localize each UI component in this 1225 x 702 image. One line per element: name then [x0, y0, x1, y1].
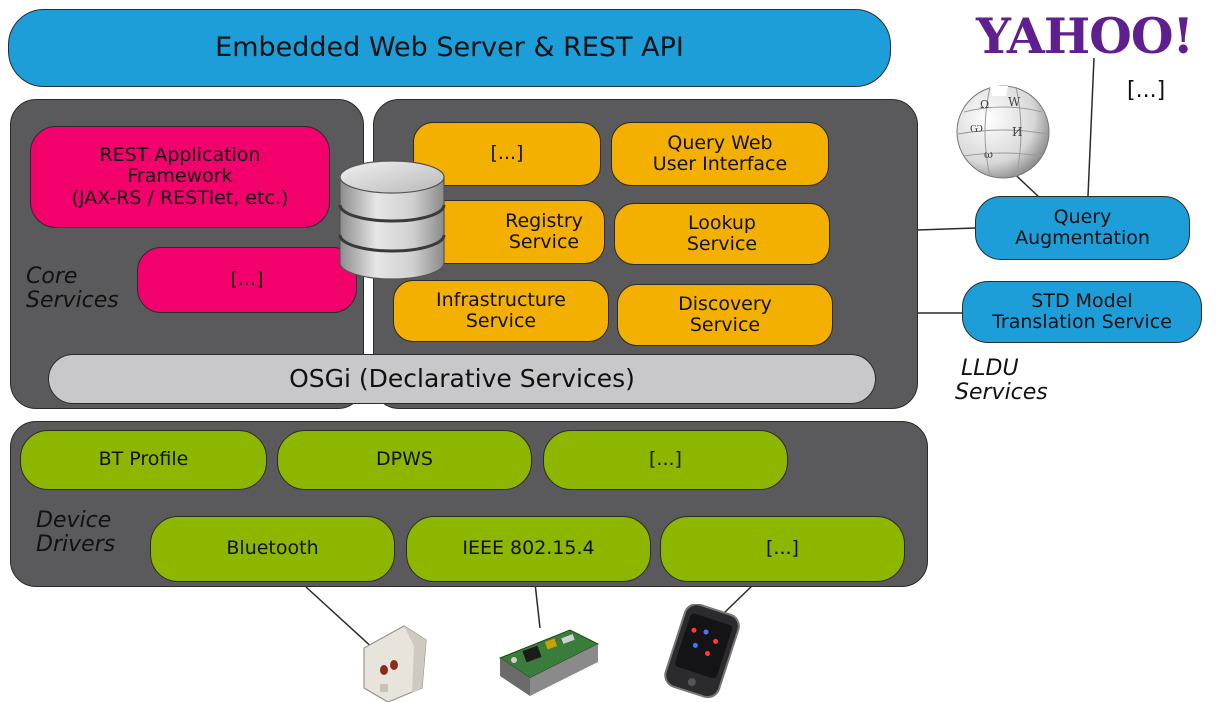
core-services-label: Core Services	[26, 264, 119, 314]
svg-text:ω: ω	[984, 148, 993, 161]
osgi-label: OSGi (Declarative Services)	[289, 364, 635, 393]
embedded-web-server-label: Embedded Web Server & REST API	[215, 31, 684, 63]
ieee-label: IEEE 802.15.4	[462, 537, 595, 560]
query-augmentation-line2: Augmentation	[1015, 227, 1150, 249]
database-icon	[338, 160, 446, 280]
lldu-ellipsis-box: [...]	[413, 122, 601, 186]
drivers-ellipsis-top-box: [...]	[543, 430, 788, 490]
power-plug-device-icon	[363, 625, 427, 702]
osgi-bar: OSGi (Declarative Services)	[48, 354, 876, 404]
infrastructure-line2: Service	[465, 310, 537, 332]
yahoo-logo-text: YAHOO!	[976, 7, 1194, 65]
lookup-service-box: Lookup Service	[614, 203, 830, 265]
core-ellipsis-box: [...]	[137, 247, 357, 313]
ieee-802154-box: IEEE 802.15.4	[406, 516, 651, 582]
registry-line1: Registry	[505, 209, 583, 232]
query-augmentation-box: Query Augmentation	[975, 196, 1190, 260]
drivers-ellipsis-top-label: [...]	[649, 448, 682, 471]
bluetooth-to-device-line	[305, 586, 376, 651]
core-label-line1: Core	[26, 264, 78, 289]
discovery-line1: Discovery	[678, 292, 772, 315]
ellipsis-to-device-line	[724, 582, 756, 613]
svg-text:Ω: Ω	[980, 98, 989, 111]
lldu-label-line2: Services	[955, 380, 1048, 406]
lldu-label-line1: LLDU	[961, 356, 1019, 381]
registry-service-box: Registry Service	[413, 200, 605, 264]
std-model-line2: Translation Service	[992, 311, 1172, 333]
core-label-line2: Services	[26, 288, 119, 314]
wikipedia-globe-icon: Ω W Ѡ И ω	[956, 85, 1050, 179]
svg-text:Ѡ: Ѡ	[970, 122, 983, 135]
infrastructure-line1: Infrastructure	[435, 288, 566, 311]
embedded-web-server-bar: Embedded Web Server & REST API	[8, 9, 891, 87]
drivers-label-line2: Drivers	[36, 532, 116, 558]
bluetooth-label: Bluetooth	[226, 537, 319, 560]
bt-profile-label: BT Profile	[98, 448, 189, 471]
svg-text:И: И	[1012, 125, 1022, 139]
rest-application-framework: REST Application Framework (JAX-RS / RES…	[30, 126, 330, 228]
core-ellipsis-label: [...]	[230, 268, 264, 291]
lookup-line1: Lookup	[687, 211, 756, 234]
lldu-services-label: LLDU Services	[955, 356, 1048, 406]
query-augmentation-to-yahoo-line	[1087, 57, 1095, 197]
dpws-label: DPWS	[376, 448, 433, 471]
discovery-line2: Service	[689, 314, 761, 336]
query-web-ui-line1: Query Web	[667, 131, 773, 154]
external-ellipsis: [...]	[1127, 78, 1165, 103]
drivers-ellipsis-bottom-box: [...]	[660, 516, 905, 582]
query-augmentation-line1: Query	[1053, 205, 1112, 228]
query-web-ui-box: Query Web User Interface	[611, 122, 829, 186]
rest-framework-line2: Framework	[127, 165, 233, 188]
lookup-line2: Service	[686, 233, 758, 255]
lldu-ellipsis-label: [...]	[490, 142, 524, 165]
yahoo-logo: YAHOO!	[976, 12, 1194, 61]
bt-profile-box: BT Profile	[20, 430, 267, 490]
discovery-service-box: Discovery Service	[617, 284, 833, 346]
sensor-board-device-icon	[498, 629, 600, 696]
bluetooth-box: Bluetooth	[150, 516, 395, 582]
device-drivers-label: Device Drivers	[36, 508, 116, 558]
drivers-label-line1: Device	[36, 508, 112, 533]
rest-framework-line1: REST Application	[99, 144, 261, 167]
registry-line2: Service	[508, 231, 580, 253]
std-model-translation-box: STD Model Translation Service	[962, 281, 1202, 343]
query-web-ui-line2: User Interface	[652, 153, 788, 175]
ieee-to-device-line	[534, 582, 541, 629]
infrastructure-service-box: Infrastructure Service	[393, 280, 609, 342]
external-ellipsis-label: [...]	[1127, 78, 1166, 103]
smart-phone-device-icon	[664, 604, 740, 698]
drivers-ellipsis-bottom-label: [...]	[766, 537, 799, 560]
rest-framework-line3: (JAX-RS / RESTlet, etc.)	[71, 186, 289, 209]
svg-text:W: W	[1008, 95, 1021, 109]
std-model-line1: STD Model	[1031, 289, 1133, 312]
dpws-box: DPWS	[277, 430, 532, 490]
